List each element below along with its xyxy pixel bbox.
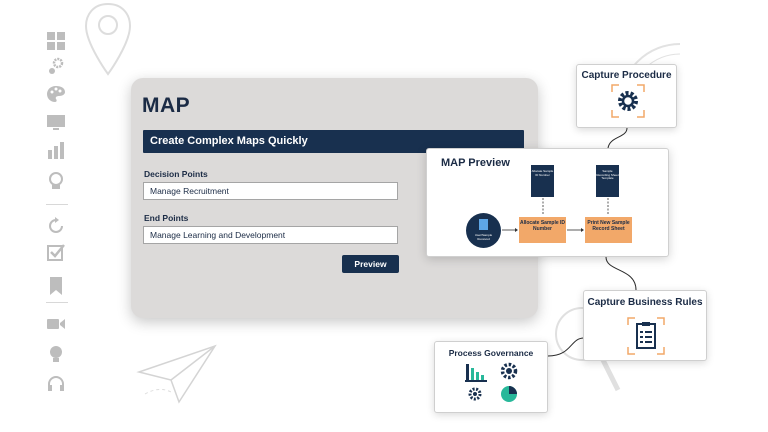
palette-icon[interactable]	[46, 84, 66, 104]
gear-icon	[500, 362, 518, 380]
flow-step-allocate: Allocate Sample ID Number	[519, 217, 566, 243]
bar-chart-icon	[465, 364, 487, 382]
flow-start-label: User/Sample Received	[474, 233, 493, 241]
capture-business-rules-title: Capture Business Rules	[587, 297, 703, 308]
user-headset-icon[interactable]	[46, 170, 66, 190]
clipboard-list-icon	[627, 317, 665, 355]
monitor-icon[interactable]	[46, 112, 66, 132]
document-icon	[479, 219, 488, 230]
capture-procedure-card: Capture Procedure	[576, 64, 677, 128]
process-governance-card: Process Governance	[434, 341, 548, 413]
bar-chart-icon[interactable]	[46, 140, 66, 160]
refresh-icon[interactable]	[46, 216, 66, 236]
bookmark-icon[interactable]	[46, 276, 66, 296]
flow-step-print: Print New Sample Record Sheet	[585, 217, 632, 243]
gear-icon	[611, 84, 645, 118]
flow-document-sample-id: Allocate Sample ID Number	[531, 165, 554, 197]
capture-procedure-title: Capture Procedure	[581, 70, 672, 81]
settings-gears-icon[interactable]	[46, 56, 66, 76]
decision-points-input[interactable]: Manage Recruitment	[143, 182, 398, 200]
capture-business-rules-card: Capture Business Rules	[583, 290, 707, 361]
dashboard-grid-icon[interactable]	[46, 31, 66, 51]
map-pin-decoration	[84, 2, 132, 76]
video-camera-icon[interactable]	[46, 314, 66, 334]
map-banner: Create Complex Maps Quickly	[143, 130, 524, 153]
flow-connector-lines	[502, 198, 609, 232]
process-governance-title: Process Governance	[448, 348, 534, 358]
map-preview-card: MAP Preview Allocate Sample ID Number Sa…	[426, 148, 669, 257]
gear-icon	[468, 387, 482, 401]
headset-icon[interactable]	[46, 374, 66, 394]
lightbulb-icon[interactable]	[46, 344, 66, 364]
preview-button[interactable]: Preview	[342, 255, 399, 273]
flow-start-node: User/Sample Received	[466, 213, 501, 248]
map-preview-title: MAP Preview	[441, 157, 510, 169]
end-points-input[interactable]: Manage Learning and Development	[143, 226, 398, 244]
flow-document-template: Sample Recording Sheet Template	[596, 165, 619, 197]
decision-points-label: Decision Points	[144, 169, 208, 179]
rail-divider	[46, 302, 68, 303]
checkbox-icon[interactable]	[46, 243, 66, 263]
map-title: MAP	[142, 94, 191, 117]
pie-chart-icon	[501, 386, 517, 402]
rail-divider	[46, 204, 68, 205]
end-points-label: End Points	[144, 213, 189, 223]
paper-plane-decoration	[136, 344, 217, 404]
